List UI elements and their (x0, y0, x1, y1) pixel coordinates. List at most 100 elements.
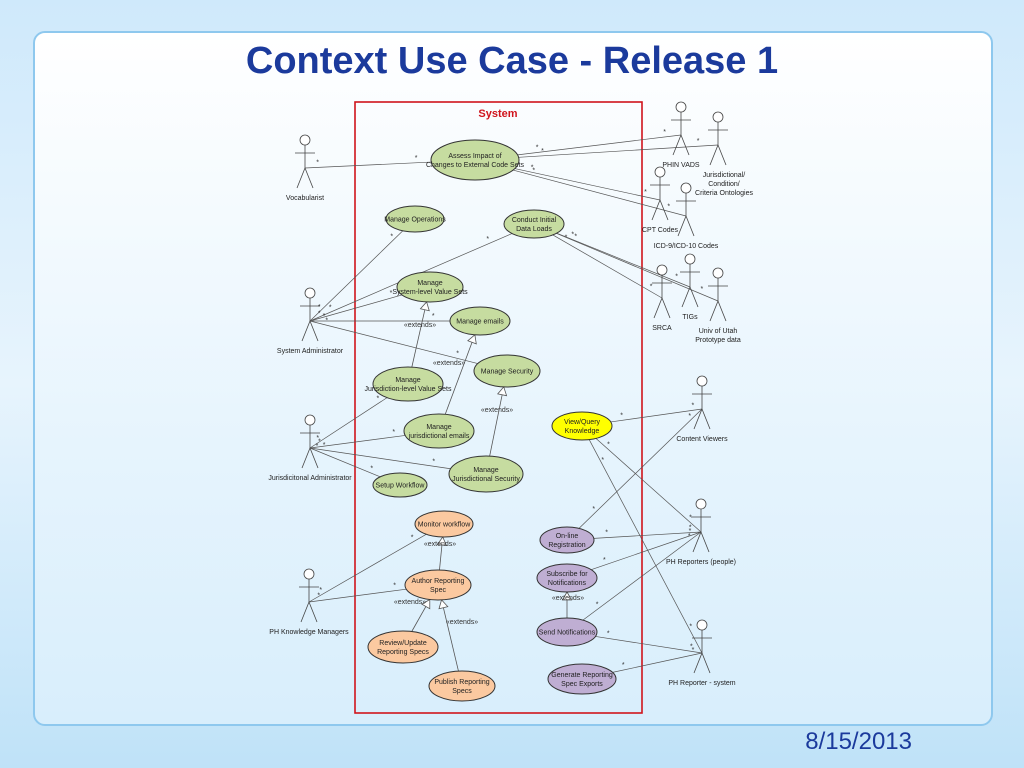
usecase-label: Specs (452, 688, 472, 695)
multiplicity-mark: * (390, 234, 393, 241)
actor-sysadmin[interactable]: System Administrator (277, 287, 344, 355)
usecase-ellipse (367, 630, 439, 664)
actor-right-leg (304, 167, 314, 189)
actor-head (695, 498, 707, 510)
actor-left-leg (653, 297, 663, 319)
usecase-label: Spec (430, 587, 446, 594)
actor-label: CPT Codes (642, 227, 679, 234)
actor-label: Vocabularist (286, 195, 324, 202)
usecase-label: System-level Value Sets (392, 289, 468, 296)
actor-icd[interactable]: ICD-9/ICD-10 Codes (654, 182, 719, 250)
usecase-label: Assess Impact of (448, 153, 501, 160)
association-phsystem-generate (612, 652, 703, 673)
multiplicity-mark: * (697, 138, 700, 145)
usecase-sendnotif[interactable]: Send Notifications (536, 617, 598, 647)
actor-label: System Administrator (277, 348, 344, 355)
actor-right-leg (685, 215, 695, 237)
usecase-label: Manage Security (481, 369, 534, 376)
usecase-label: Jurisdiction-level Value Sets (364, 386, 452, 393)
actor-head (712, 111, 724, 123)
usecase-ellipse (473, 354, 541, 388)
actor-phreporters[interactable]: PH Reporters (people) (666, 498, 736, 566)
usecase-label: Generate Reporting (551, 672, 613, 679)
multiplicity-mark: * (689, 624, 692, 631)
association-contentviewers-view (610, 408, 703, 423)
multiplicity-mark: * (415, 155, 418, 162)
usecase-emails[interactable]: Manage emails (449, 306, 511, 336)
actor-left-leg (651, 199, 661, 221)
actor-cpt[interactable]: CPT Codes (642, 166, 679, 234)
actor-label: Jurisdictional/ (703, 172, 745, 179)
usecase-workflow[interactable]: Setup Workflow (372, 472, 428, 498)
multiplicity-mark: * (432, 458, 435, 465)
actor-srca[interactable]: SRCA (652, 264, 672, 332)
actor-left-leg (672, 134, 682, 156)
actor-head (304, 287, 316, 299)
multiplicity-mark: * (318, 439, 321, 446)
usecase-label: Jurisdictional Security (452, 476, 520, 483)
extends-label: «extends» (481, 407, 513, 414)
usecase-ellipse (403, 413, 475, 449)
actor-tigs[interactable]: TIGs (680, 253, 700, 321)
usecase-ellipse (428, 670, 496, 702)
actor-phsystem[interactable]: PH Reporter - system (668, 619, 736, 687)
actor-jurisadmin[interactable]: Jurisdicitonal Administrator (268, 414, 352, 482)
usecase-label: On-line (556, 533, 579, 540)
multiplicity-mark: * (571, 232, 574, 239)
multiplicity-mark: * (620, 412, 623, 419)
multiplicity-mark: * (650, 284, 653, 291)
actor-right-leg (680, 134, 690, 156)
actor-phinvads[interactable]: PHIN VADS (662, 101, 700, 169)
multiplicity-mark: * (432, 313, 435, 320)
usecase-ellipse (503, 209, 565, 239)
actor-vocabularist[interactable]: Vocabularist (286, 134, 324, 202)
usecase-ellipse (414, 510, 474, 538)
association-jco-assess (518, 144, 719, 158)
actor-head (299, 134, 311, 146)
usecase-label: jurisdictional emails (408, 433, 470, 440)
multiplicity-mark: * (644, 189, 647, 196)
actor-pkm[interactable]: PH Knowledge Managers (269, 568, 349, 636)
actor-left-leg (709, 300, 719, 322)
actor-label: ICD-9/ICD-10 Codes (654, 243, 719, 250)
usecase-manageops[interactable]: Manage Operations (384, 205, 446, 233)
usecase-ellipse (448, 455, 524, 493)
usecase-security[interactable]: Manage Security (473, 354, 541, 388)
usecase-ellipse (449, 306, 511, 336)
actor-label: Criteria Ontologies (695, 190, 753, 197)
actor-left-leg (300, 601, 310, 623)
association-cpt-assess (514, 168, 661, 201)
extends-arrowhead (438, 599, 449, 610)
multiplicity-mark: * (692, 647, 695, 654)
multiplicity-mark: * (688, 533, 691, 540)
usecase-label: Manage emails (456, 319, 504, 326)
multiplicity-mark: * (565, 234, 568, 241)
usecase-ellipse (539, 526, 595, 554)
usecase-label: Registration (548, 542, 585, 549)
actor-jco[interactable]: Jurisdictional/Condition/Criteria Ontolo… (695, 111, 753, 197)
extends-line-jursec-security (489, 386, 505, 457)
actor-left-leg (301, 447, 311, 469)
usecase-monitor[interactable]: Monitor workflow (414, 510, 474, 538)
actor-label: PH Knowledge Managers (269, 629, 349, 636)
usecase-ellipse (430, 139, 520, 181)
multiplicity-mark: * (689, 525, 692, 532)
usecase-ellipse (372, 366, 444, 402)
actor-head (696, 619, 708, 631)
usecase-ellipse (396, 271, 464, 303)
actor-contentviewers[interactable]: Content Viewers (676, 375, 728, 443)
